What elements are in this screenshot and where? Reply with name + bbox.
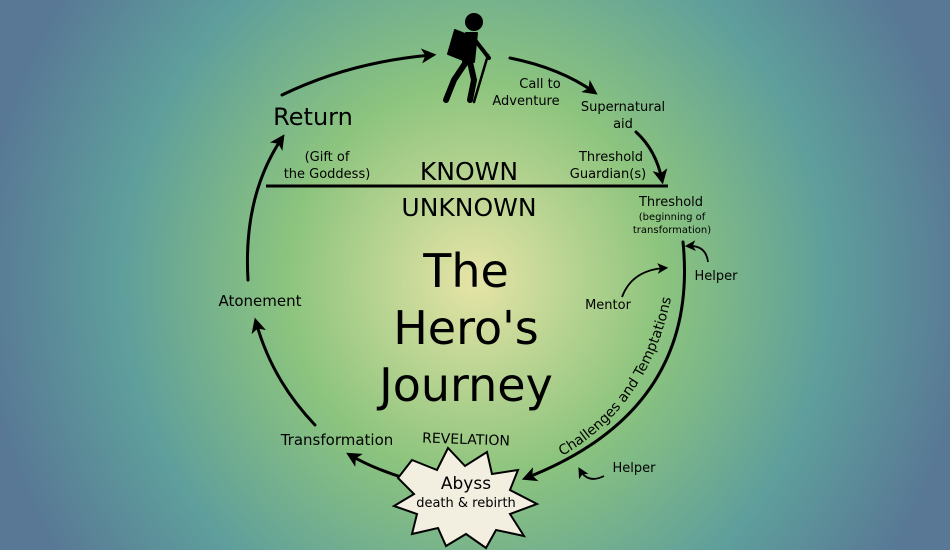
arc-atonement-to-return	[245, 134, 285, 282]
threshold-sub-1: (beginning of	[639, 212, 706, 223]
page-title: The Hero's Journey	[376, 244, 553, 412]
threshold-label: Threshold	[638, 195, 703, 210]
hiker-icon	[443, 13, 491, 104]
mentor-label: Mentor	[585, 298, 632, 313]
threshold-sub-2: transformation)	[633, 225, 711, 236]
transformation-label: Transformation	[280, 431, 394, 449]
gift-label-2: the Goddess)	[284, 167, 371, 182]
arc-aid-to-threshold	[634, 130, 668, 185]
guardian-label-1: Threshold	[578, 150, 643, 165]
aid-label-2: aid	[613, 117, 633, 132]
return-label: Return	[273, 103, 353, 131]
helper-top-label: Helper	[695, 269, 739, 284]
call-label-1: Call to	[519, 77, 560, 92]
abyss-sub-label: death & rebirth	[416, 496, 516, 511]
arc-transformation-to-atonement	[251, 317, 317, 427]
title-line-3: Journey	[376, 358, 553, 412]
guardian-label-2: Guardian(s)	[570, 167, 646, 182]
abyss-burst-icon	[391, 446, 540, 550]
arc-call-to-aid	[508, 56, 598, 95]
gift-label-1: (Gift of	[305, 150, 350, 165]
helper-bottom-label: Helper	[613, 461, 657, 476]
title-line-1: The	[422, 244, 509, 298]
unknown-label: UNKNOWN	[401, 193, 536, 222]
helper-bottom-arrow	[578, 467, 605, 480]
arc-threshold-to-abyss	[521, 240, 686, 482]
mentor-arrow	[621, 263, 669, 298]
abyss-label: Abyss	[441, 474, 491, 494]
known-label: KNOWN	[420, 157, 518, 186]
call-label-2: Adventure	[492, 94, 559, 109]
journey-cycle	[245, 48, 686, 482]
revelation-label: REVELATION	[422, 430, 510, 449]
helper-top-arrow	[684, 240, 709, 263]
title-line-2: Hero's	[393, 301, 539, 355]
atonement-label: Atonement	[218, 292, 301, 310]
arc-return-to-hero	[280, 48, 437, 97]
aid-label-1: Supernatural	[581, 100, 665, 115]
